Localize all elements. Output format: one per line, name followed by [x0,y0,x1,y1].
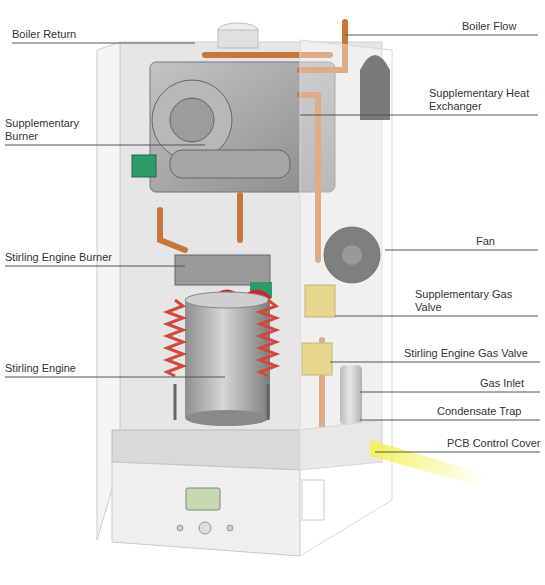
stirling-engine [185,292,269,308]
stirling-engine [185,300,270,418]
springs [167,300,276,376]
leader-lines [5,35,540,452]
part-label: Condensate Trap [437,405,521,418]
part-label: Stirling Engine Burner [5,251,112,264]
part-label: Supplementary Heat Exchanger [429,87,541,113]
burner-drum [152,80,232,160]
part-label: Supplementary Burner [5,117,100,143]
terminal [302,480,324,520]
part-label: Supplementary Gas Valve [415,288,527,314]
part-label: Stirling Engine [5,362,76,375]
stirling-engine [185,410,269,426]
stirling-burner [175,255,270,285]
knob [199,522,211,534]
manifold [170,150,290,178]
part-label: Fan [476,235,495,248]
part-label: Boiler Flow [462,20,516,33]
flue [218,30,258,48]
part-label: PCB Control Cover [447,437,541,450]
part-label: Gas Inlet [480,377,524,390]
display [186,488,220,510]
part-label: Stirling Engine Gas Valve [404,347,528,360]
part-label: Boiler Return [12,28,76,41]
control-panel [112,462,300,556]
igniter [132,155,156,177]
burner-drum [170,98,214,142]
side-panel [300,40,392,556]
